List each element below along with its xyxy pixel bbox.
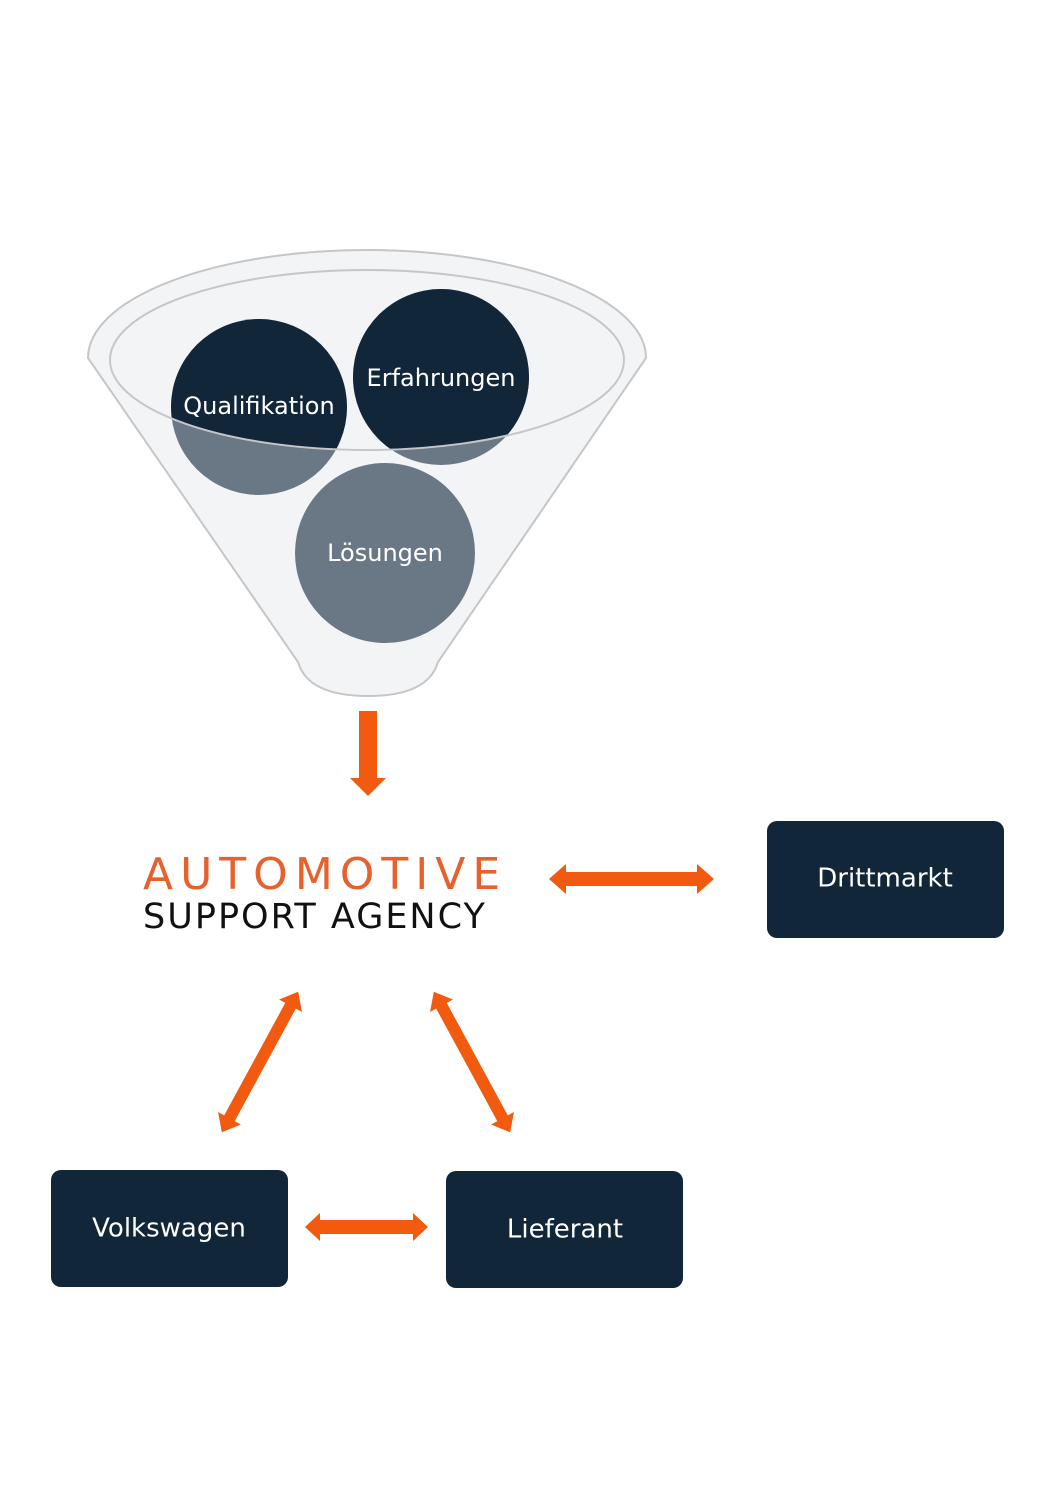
volkswagen-label: Volkswagen — [92, 1214, 246, 1244]
erfahrungen-circle-upper — [353, 289, 529, 450]
funnel-item-loesungen: Lösungen — [295, 463, 475, 643]
drittmarkt-box — [767, 821, 1004, 938]
loesungen-label: Lösungen — [327, 539, 443, 567]
arrow-volkswagen-lieferant — [305, 1213, 428, 1241]
arrow-funnel-to-agency — [350, 711, 386, 796]
node-lieferant: Lieferant — [446, 1171, 683, 1288]
arrow-agency-volkswagen — [218, 991, 302, 1133]
funnel-item-qualifikation: Qualifikation — [171, 319, 347, 495]
lieferant-box — [446, 1171, 683, 1288]
loesungen-circle — [295, 463, 475, 643]
drittmarkt-label: Drittmarkt — [817, 864, 953, 894]
funnel: Qualifikation Erfahrungen Lösungen — [86, 249, 648, 698]
node-volkswagen: Volkswagen — [51, 1170, 288, 1287]
qualifikation-label: Qualifikation — [183, 392, 334, 420]
funnel-rim — [109, 269, 625, 451]
qualifikation-circle-upper — [171, 319, 347, 450]
funnel-item-erfahrungen: Erfahrungen — [353, 289, 529, 465]
brand-line2: SUPPORT AGENCY — [143, 897, 487, 937]
lieferant-label: Lieferant — [507, 1215, 623, 1245]
erfahrungen-label: Erfahrungen — [367, 364, 516, 392]
volkswagen-box — [51, 1170, 288, 1287]
agency-logo: AUTOMOTIVE SUPPORT AGENCY — [143, 849, 507, 937]
node-drittmarkt: Drittmarkt — [767, 821, 1004, 938]
arrow-agency-lieferant — [430, 991, 514, 1133]
brand-line1: AUTOMOTIVE — [143, 849, 507, 900]
arrow-agency-drittmarkt — [549, 864, 714, 894]
